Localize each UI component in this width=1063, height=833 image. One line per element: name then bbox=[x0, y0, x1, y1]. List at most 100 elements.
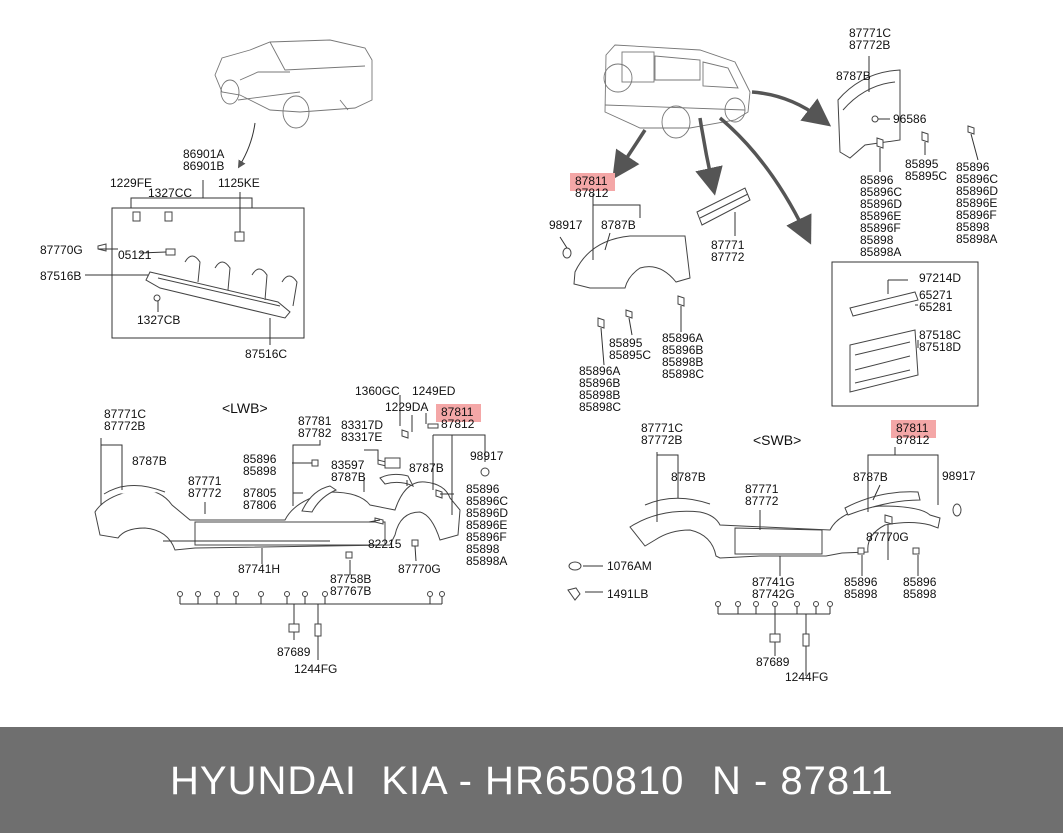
part-label: 98917 bbox=[549, 218, 583, 232]
part-number: 87741H bbox=[238, 562, 280, 576]
part-number: 87767B bbox=[330, 584, 371, 598]
part-number: 87772 bbox=[188, 486, 222, 500]
part-number: 85898B bbox=[579, 388, 620, 402]
rear-quarter-part bbox=[837, 56, 901, 159]
part-label: 98917 bbox=[942, 469, 976, 483]
part-number: 85896C bbox=[956, 172, 998, 186]
part-number: 87771 bbox=[188, 474, 222, 488]
part-number: 87516C bbox=[245, 347, 287, 361]
part-number: 87771C bbox=[849, 26, 891, 40]
part-number: 85898 bbox=[243, 464, 277, 478]
highlight-box bbox=[436, 404, 481, 422]
part-number: 85898A bbox=[956, 232, 997, 246]
part-label: 1249ED bbox=[412, 384, 456, 398]
part-label: 8787B bbox=[836, 69, 871, 83]
highlight-box bbox=[891, 420, 936, 438]
part-number: 85896 bbox=[844, 575, 878, 589]
highlight-box bbox=[570, 173, 615, 191]
part-number: 87771C bbox=[104, 407, 146, 421]
side-step-box bbox=[111, 180, 305, 339]
part-number: 96586 bbox=[893, 112, 927, 126]
part-number: 65281 bbox=[919, 300, 953, 314]
part-label: 1229FE bbox=[110, 176, 152, 190]
part-number: 87806 bbox=[243, 498, 277, 512]
part-label: 1244FG bbox=[294, 662, 337, 676]
part-number: 1327CC bbox=[148, 186, 192, 200]
part-number: 83317D bbox=[341, 418, 383, 432]
vehicle-sketch-top-right bbox=[603, 44, 751, 139]
part-number: 87772B bbox=[104, 419, 145, 433]
part-number: 87812 bbox=[575, 186, 609, 200]
part-label: 1491LB bbox=[607, 587, 648, 601]
part-number: 8787B bbox=[836, 69, 871, 83]
part-label: 87689 bbox=[756, 655, 790, 669]
part-number: 87689 bbox=[277, 645, 311, 659]
part-number: 1229DA bbox=[385, 400, 428, 414]
part-label: 1327CB bbox=[137, 313, 180, 327]
part-number: 85898 bbox=[956, 220, 990, 234]
part-number: 85895C bbox=[609, 348, 651, 362]
part-number: 85896 bbox=[860, 173, 894, 187]
part-number: 85898B bbox=[662, 355, 703, 369]
part-number: 85896F bbox=[466, 530, 507, 544]
part-number: 85895 bbox=[905, 157, 939, 171]
clip-glyphs-top-right bbox=[876, 125, 979, 172]
part-label: 1229DA bbox=[385, 400, 428, 414]
part-number: 87781 bbox=[298, 414, 332, 428]
part-number: 1360GC bbox=[355, 384, 400, 398]
part-number: 85896C bbox=[860, 185, 902, 199]
part-number: 85896F bbox=[860, 221, 901, 235]
swb-leader-lines bbox=[583, 447, 939, 676]
part-number: 85896E bbox=[860, 209, 901, 223]
part-label: 1076AM bbox=[607, 559, 652, 573]
part-label: 1360GC bbox=[355, 384, 400, 398]
part-number: 87689 bbox=[756, 655, 790, 669]
lwb-leader-lines bbox=[100, 395, 486, 660]
part-label: 98917 bbox=[470, 449, 504, 463]
part-label: 97214D bbox=[919, 271, 961, 285]
part-number: 85896 bbox=[466, 482, 500, 496]
part-number: 85896D bbox=[956, 184, 998, 198]
part-number: 8787B bbox=[671, 470, 706, 484]
part-number: 86901A bbox=[183, 147, 224, 161]
part-number: 87758B bbox=[330, 572, 371, 586]
part-label: 87516C bbox=[245, 347, 287, 361]
part-number: 87518C bbox=[919, 328, 961, 342]
part-number: 85896D bbox=[860, 197, 902, 211]
part-number: 1244FG bbox=[785, 670, 828, 684]
part-number: 85898 bbox=[860, 233, 894, 247]
part-number: 85898 bbox=[466, 542, 500, 556]
part-number: 87811 bbox=[441, 405, 474, 419]
part-number: 85896 bbox=[243, 452, 277, 466]
part-number: 85896B bbox=[579, 376, 620, 390]
part-number: 1125KE bbox=[218, 176, 260, 190]
pointer-arrows-top bbox=[612, 90, 832, 245]
part-number: 05121 bbox=[118, 248, 152, 262]
part-number: 8787B bbox=[409, 461, 444, 475]
part-number: 1249ED bbox=[412, 384, 456, 398]
part-number: 85896E bbox=[956, 196, 997, 210]
part-label: 8787B bbox=[331, 470, 366, 484]
part-label: 1327CC bbox=[148, 186, 192, 200]
part-label: 87770G bbox=[40, 243, 83, 257]
part-number: 85896A bbox=[662, 331, 703, 345]
